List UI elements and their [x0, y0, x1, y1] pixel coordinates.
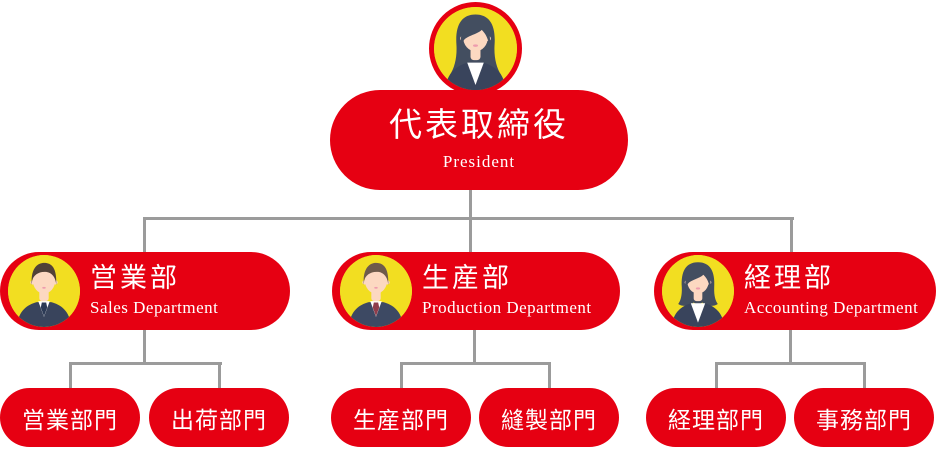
connector-line	[143, 217, 794, 220]
subdepartment-node: 営業部門	[0, 388, 140, 447]
subdepartment-node: 縫製部門	[479, 388, 619, 447]
connector-line	[69, 363, 72, 391]
subdepartment-node: 出荷部門	[149, 388, 289, 447]
department-title: 経理部	[744, 263, 834, 294]
businessman-red-tie-avatar-icon	[340, 255, 412, 327]
connector-line	[143, 326, 146, 365]
president-title: 代表取締役	[389, 108, 569, 145]
connector-line	[789, 326, 792, 365]
subdepartment-node: 事務部門	[794, 388, 934, 447]
businesswoman-long-hair-avatar-icon	[429, 2, 522, 95]
president-subtitle: President	[442, 151, 516, 171]
department-node-accounting: 経理部 Accounting Department	[654, 252, 936, 330]
connector-line	[218, 363, 221, 391]
connector-line	[548, 363, 551, 391]
connector-line	[863, 363, 866, 391]
connector-line	[715, 363, 718, 391]
subdepartment-node: 生産部門	[331, 388, 471, 447]
connector-line	[400, 363, 403, 391]
department-node-sales: 営業部 Sales Department	[0, 252, 290, 330]
connector-line	[715, 362, 866, 365]
president-node: 代表取締役 President	[330, 90, 628, 190]
connector-line	[469, 188, 472, 254]
department-subtitle: Sales Department	[90, 297, 219, 317]
connector-line	[790, 218, 793, 254]
connector-line	[69, 362, 222, 365]
connector-line	[400, 362, 551, 365]
department-title: 生産部	[422, 263, 512, 294]
connector-line	[143, 218, 146, 254]
businesswoman-bob-avatar-icon	[662, 255, 734, 327]
department-subtitle: Production Department	[422, 297, 592, 317]
department-subtitle: Accounting Department	[744, 297, 919, 317]
department-title: 営業部	[90, 263, 180, 294]
businessman-navy-tie-avatar-icon	[8, 255, 80, 327]
department-node-production: 生産部 Production Department	[332, 252, 620, 330]
connector-line	[473, 326, 476, 365]
subdepartment-node: 経理部門	[646, 388, 786, 447]
